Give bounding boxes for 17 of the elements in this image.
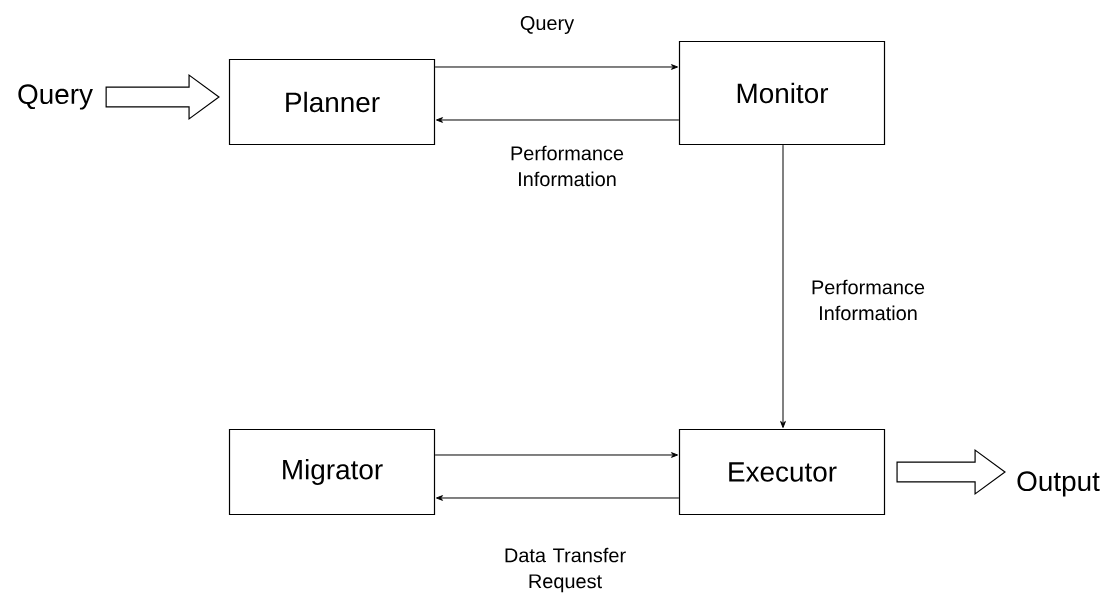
terminal-label: Output [1017,471,1100,497]
arrow [780,144,786,428]
process-box: Monitor [678,40,886,146]
arrow [434,64,679,70]
edge-label: Performance Information [511,145,624,187]
block-arrow [896,448,1006,496]
arrow [436,117,680,123]
arrow [434,452,679,458]
arrow [436,495,680,501]
process-box: Executor [678,428,886,516]
edge-label: Query [520,16,575,35]
terminal-label: Query [18,84,93,110]
edge-label: Performance Information [812,279,925,321]
edge-label: Data Transfer Request [505,547,626,593]
block-arrow [105,73,220,121]
process-box: Planner [228,58,436,146]
process-box: Migrator [228,428,436,516]
